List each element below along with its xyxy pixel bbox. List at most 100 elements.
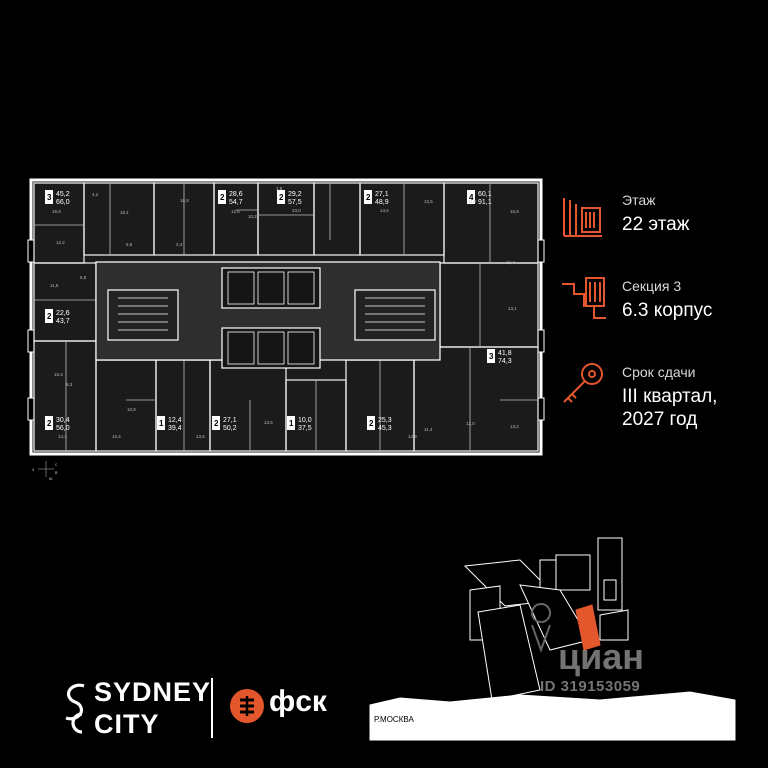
apartment-label: 1 10,037,5 [287, 416, 312, 432]
room-area-label: 18,1 [120, 210, 129, 215]
sydney-city-logo: SYDNEY CITY [62, 674, 210, 744]
living-area: 45,2 [56, 191, 70, 198]
apartment-label: 3 45,266,0 [45, 190, 70, 206]
apartment-label: 2 27,148,9 [364, 190, 389, 206]
room-count-badge [157, 416, 165, 430]
room-area-label: 10,9 [127, 407, 136, 412]
room-count-badge [467, 190, 475, 204]
room-area-label: 13,5 [264, 420, 273, 425]
room-count: 2 [279, 193, 284, 202]
apartment-walls [33, 182, 539, 452]
room-area-label: 19,4 [506, 260, 515, 265]
room-area-label: 9,3 [66, 382, 73, 387]
total-area: 43,7 [56, 318, 70, 325]
living-area: 30,4 [56, 417, 70, 424]
room-area-label: 11,8 [468, 199, 477, 204]
room-area-label: 12,0 [466, 421, 475, 426]
room-count-badge [364, 190, 372, 204]
total-area: 54,7 [229, 199, 243, 206]
room-count: 3 [47, 193, 52, 202]
total-area: 37,5 [298, 425, 312, 432]
total-area: 66,0 [56, 199, 70, 206]
room-count: 3 [489, 352, 494, 361]
apartment-label: 2 30,456,0 [45, 416, 70, 432]
room-area-label: 11,5 [50, 283, 59, 288]
room-count: 2 [366, 193, 371, 202]
stairs [118, 297, 425, 331]
room-area-label: 16,8 [180, 198, 189, 203]
room-count-badge [45, 309, 53, 323]
room-count-badge [45, 416, 53, 430]
apartment-label: 3 41,874,3 [487, 349, 512, 365]
sydney-label: SYDNEY [94, 677, 212, 707]
room-area-label: 5,9 [80, 275, 87, 280]
room-area-label: 13,9 [408, 434, 417, 439]
total-area: 50,2 [223, 425, 237, 432]
total-area: 56,0 [56, 425, 70, 432]
total-area: 74,3 [498, 358, 512, 365]
living-area: 25,3 [378, 417, 392, 424]
total-area: 48,9 [375, 199, 389, 206]
room-count: 4 [469, 193, 474, 202]
room-area-label: 12,5 [424, 199, 433, 204]
room-count: 2 [214, 419, 219, 428]
apartment-label: 2 25,345,3 [367, 416, 392, 432]
room-count: 1 [159, 419, 164, 428]
building-core [95, 261, 441, 369]
room-area-label: 13,6 [196, 434, 205, 439]
location-pin-icon [531, 603, 552, 653]
room-area-label: 23,0 [292, 208, 301, 213]
room-count: 2 [220, 193, 225, 202]
compass-east-label: в [55, 470, 58, 475]
river-label: Р.МОСКВА [374, 715, 414, 724]
living-area: 27,1 [223, 417, 237, 424]
room-area-label: 2,4 [176, 242, 183, 247]
highlighted-building [575, 604, 601, 651]
room-count: 2 [47, 419, 52, 428]
compass: с з ю в [32, 461, 58, 481]
apartment-label: 2 27,150,2 [212, 416, 237, 432]
fsk-mark-icon [230, 689, 264, 723]
room-area-label: 13,1 [508, 306, 517, 311]
city-label: CITY [94, 709, 160, 739]
logo-divider [211, 678, 213, 738]
living-area: 28,6 [229, 191, 243, 198]
floor-label: Этаж [622, 192, 656, 208]
room-count-badge [212, 416, 220, 430]
key-icon [563, 363, 603, 403]
room-area-label: 12,2 [56, 240, 65, 245]
room-count-badge [277, 190, 285, 204]
total-area: 45,3 [378, 425, 392, 432]
cian-watermark-brand: циан [558, 636, 645, 677]
room-count-badge [287, 416, 295, 430]
apartment-label: 2 28,654,7 [218, 190, 243, 206]
info-panel: Этаж 22 этаж Секция 3 6.3 корпус Срок сд… [560, 190, 760, 440]
room-count-badge [367, 416, 375, 430]
living-area: 22,6 [56, 310, 70, 317]
river-profile [369, 691, 736, 741]
living-area: 10,0 [298, 417, 312, 424]
room-area-label: 4,2 [92, 192, 99, 197]
room-count: 2 [369, 419, 374, 428]
room-count: 1 [289, 419, 294, 428]
living-area: 41,8 [498, 350, 512, 357]
site-map [463, 537, 629, 701]
sydney-city-mark [65, 683, 85, 734]
room-area-label: 15,8 [510, 209, 519, 214]
room-area-label: 12,6 [231, 209, 240, 214]
living-area: 60,1 [478, 191, 492, 198]
deadline-value-line1: III квартал, [622, 386, 718, 407]
fsk-label: фск [269, 685, 327, 718]
room-area-label: 10,2 [248, 214, 257, 219]
room-count-badge [487, 349, 495, 363]
deadline-value-line2: 2027 год [622, 409, 698, 430]
room-area-label: 16,3 [54, 372, 63, 377]
living-area: 27,1 [375, 191, 389, 198]
compass-north-label: с [55, 462, 58, 467]
